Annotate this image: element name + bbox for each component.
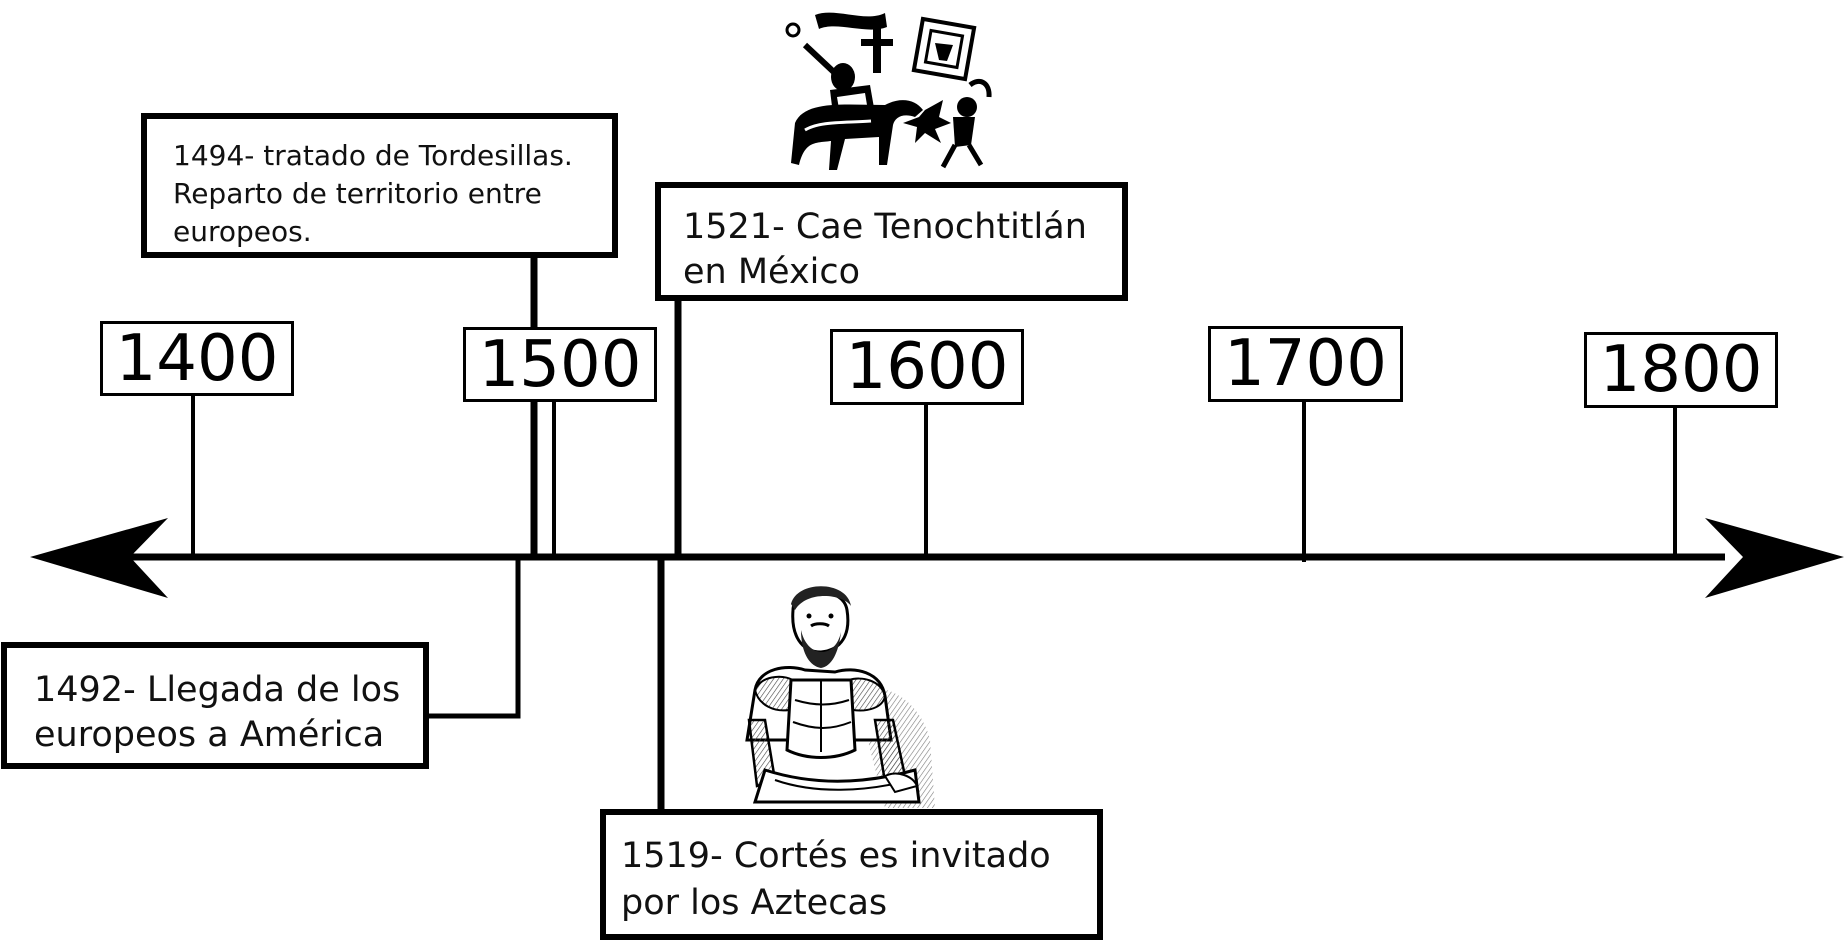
event-text-tordesillas: 1494- tratado de Tordesillas. Reparto de… (173, 139, 573, 248)
conquest-battle-illustration (785, 12, 992, 170)
century-label-1800: 1800 (1584, 332, 1778, 408)
century-label-text: 1500 (478, 327, 642, 402)
century-label-1500: 1500 (463, 327, 657, 402)
century-label-1600: 1600 (830, 329, 1024, 405)
event-box-tordesillas: 1494- tratado de Tordesillas. Reparto de… (141, 113, 618, 258)
right-arrowhead (1705, 518, 1844, 598)
century-label-1400: 1400 (100, 321, 294, 396)
century-label-1700: 1700 (1208, 326, 1403, 402)
event-text-llegada: 1492- Llegada de los europeos a América (34, 670, 401, 755)
century-label-text: 1600 (845, 330, 1009, 404)
century-label-text: 1800 (1599, 333, 1763, 407)
century-label-text: 1700 (1224, 327, 1387, 401)
left-arrowhead (30, 518, 168, 598)
event-text-tenochtitlan: 1521- Cae Tenochtitlán en México (683, 207, 1087, 292)
century-label-text: 1400 (115, 321, 279, 396)
event-box-llegada: 1492- Llegada de los europeos a América (1, 642, 429, 769)
event-box-tenochtitlan: 1521- Cae Tenochtitlán en México (655, 182, 1128, 301)
event-text-cortes: 1519- Cortés es invitado por los Aztecas (621, 836, 1051, 923)
event-box-cortes: 1519- Cortés es invitado por los Aztecas (600, 809, 1103, 940)
cortes-portrait-engraving (745, 586, 935, 808)
connector-llegada (426, 557, 521, 719)
